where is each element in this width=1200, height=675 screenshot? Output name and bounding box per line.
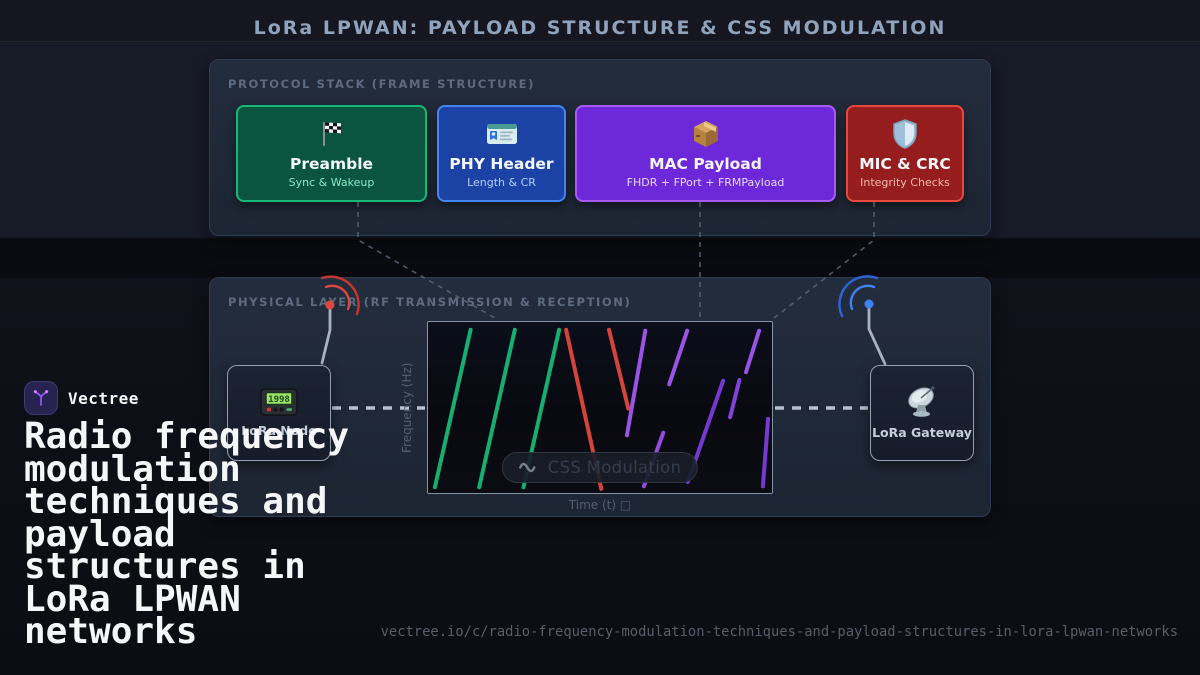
frame-box-title: MAC Payload: [649, 154, 762, 173]
gateway-label: LoRa Gateway: [872, 425, 972, 440]
brand-name: Vectree: [68, 389, 139, 408]
satellite-dish-icon: [908, 386, 935, 417]
headline-line: techniques and: [24, 481, 328, 522]
headline-line: modulation: [24, 448, 241, 490]
freq-axis-label: Frequency (Hz): [400, 362, 414, 453]
css-modulation-label: CSS Modulation: [547, 458, 682, 477]
id-card-icon: [486, 119, 518, 149]
frame-box-subtitle: Length & CR: [467, 175, 536, 189]
footer-url: vectree.io/c/radio-frequency-modulation-…: [380, 624, 1178, 640]
end-node-box: 1998 LoRa Node: [227, 365, 331, 461]
gateway-box: LoRa Gateway: [870, 365, 974, 461]
headline-line: Radio frequency: [24, 416, 350, 457]
time-axis-label: Time (t) □: [568, 498, 632, 512]
protocol-stack-panel: PROTOCOL STACK (FRAME STRUCTURE) Preambl…: [209, 59, 991, 236]
headline-line: networks: [24, 611, 198, 652]
css-modulation-badge: CSS Modulation: [501, 452, 699, 483]
end-node-label: LoRa Node: [241, 423, 317, 438]
headline: Radio frequency modulation techniques an…: [24, 416, 384, 652]
frame-box-phy-header: PHY Header Length & CR: [437, 105, 566, 202]
page-title: LoRa LPWAN: PAYLOAD STRUCTURE & CSS MODU…: [253, 17, 947, 39]
wave-icon: [519, 462, 536, 473]
vectree-logo: [24, 381, 58, 415]
headline-line: LoRa LPWAN: [24, 578, 241, 620]
checkered-flag-icon: [317, 119, 347, 149]
frame-box-title: MIC & CRC: [859, 154, 951, 173]
chirp-lines: [432, 327, 771, 491]
frame-box-subtitle: Sync & Wakeup: [288, 175, 375, 189]
pager-icon: 1998: [260, 388, 298, 416]
frame-box-title: PHY Header: [449, 154, 554, 173]
frame-box-subtitle: FHDR + FPort + FRMPayload: [626, 175, 785, 189]
vectree-branch-icon: [33, 390, 49, 406]
headline-line: payload: [24, 513, 176, 555]
package-icon: [691, 119, 721, 149]
svg-text:1998: 1998: [268, 395, 290, 405]
frame-box-title: Preamble: [289, 154, 374, 173]
frame-box-mic-crc: MIC & CRC Integrity Checks: [846, 105, 964, 202]
headline-line: structures in: [24, 546, 306, 587]
header-divider: [0, 41, 1200, 42]
frame-box-subtitle: Integrity Checks: [860, 175, 950, 189]
frame-box-preamble: Preamble Sync & Wakeup: [236, 105, 427, 202]
physical-layer-header: PHYSICAL LAYER (RF TRANSMISSION & RECEPT…: [228, 295, 632, 309]
chirp-chart: CSS Modulation: [427, 321, 773, 494]
shield-icon: [892, 118, 918, 149]
frame-box-mac-payload: MAC Payload FHDR + FPort + FRMPayload: [575, 105, 836, 202]
protocol-stack-header: PROTOCOL STACK (FRAME STRUCTURE): [228, 77, 535, 91]
